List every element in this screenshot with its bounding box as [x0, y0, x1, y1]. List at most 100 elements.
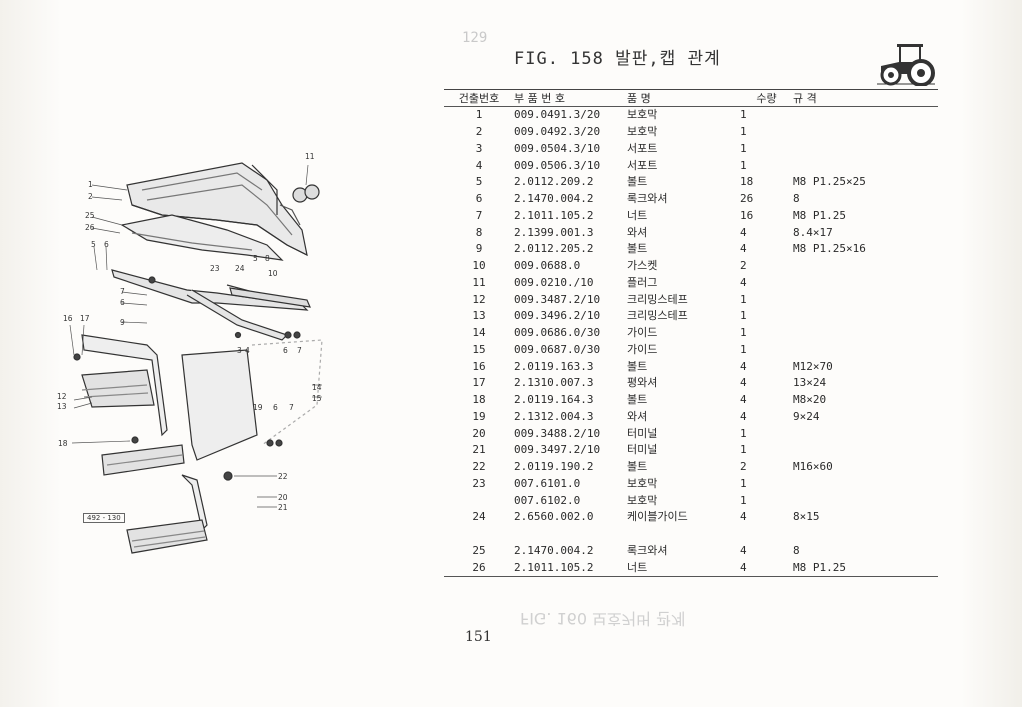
quantity-cell: 4 — [740, 559, 793, 578]
part-name-cell: 크리밍스테프 — [627, 292, 688, 306]
number-cell: 13 — [472, 309, 486, 323]
quantity-cell: 1 — [740, 493, 747, 507]
number-cell: 4 — [475, 158, 483, 172]
callout-24: 24 — [235, 264, 245, 273]
number-cell: 7 — [475, 208, 483, 222]
part-name-cell: 볼트 — [627, 393, 648, 407]
quantity-cell: 1 — [740, 292, 747, 306]
number-cell: 22 — [472, 460, 486, 474]
part-name-cell: 볼트 — [627, 460, 648, 474]
spec-cell — [793, 342, 938, 359]
number-cell — [444, 526, 514, 543]
spec-cell — [793, 325, 938, 342]
figure-title: FIG. 158 발판,캡 관계 — [514, 49, 721, 69]
part-name-cell: 볼트 — [627, 359, 648, 373]
spec-cell — [793, 141, 938, 158]
part-number-cell: 009.0504.3/10 — [514, 141, 601, 155]
table-header-row: 건출번호 부 품 번 호 품 명 수량 규 격 — [444, 89, 938, 107]
callout-7b: 7 — [297, 346, 302, 355]
callout-18: 18 — [58, 439, 68, 448]
quantity-cell: 18 — [740, 175, 754, 189]
part-number-cell: 2.1011.105.2 — [514, 559, 627, 578]
part-number-cell: 009.3488.2/10 — [514, 426, 601, 440]
part-number-cell: 2.1470.004.2 — [514, 192, 594, 206]
part-number-cell: 009.0688.0 — [514, 259, 581, 273]
callout-19: 19 — [253, 403, 263, 412]
quantity-cell: 4 — [740, 376, 747, 390]
spec-cell: M8 P1.25×25 — [793, 175, 866, 189]
tractor-icon — [877, 44, 935, 86]
part-number-cell: 2.0112.205.2 — [514, 242, 594, 256]
callout-11: 11 — [305, 152, 315, 161]
part-number-cell: 2.1312.004.3 — [514, 409, 594, 423]
part-name-cell: 보호막 — [627, 476, 658, 490]
callout-16: 16 — [63, 314, 73, 323]
number-cell: 26 — [444, 559, 514, 578]
spec-cell: 8 — [793, 543, 800, 557]
spec-cell — [793, 492, 938, 509]
part-name-cell: 터미널 — [627, 426, 658, 440]
part-number-cell: 009.3497.2/10 — [514, 443, 601, 457]
callout-5b: 5 — [253, 254, 258, 263]
part-number-cell: 009.0686.0/30 — [514, 326, 601, 340]
part-number-cell: 2.1470.004.2 — [514, 543, 594, 557]
callout-13: 13 — [57, 402, 67, 411]
callout-17: 17 — [80, 314, 90, 323]
number-cell: 19 — [472, 409, 486, 423]
number-cell: 10 — [472, 259, 486, 273]
part-number-cell: 009.0491.3/20 — [514, 108, 601, 122]
part-number-cell: 2.0119.190.2 — [514, 460, 594, 474]
callout-2: 2 — [88, 192, 93, 201]
part-number-cell: 2.0112.209.2 — [514, 175, 594, 189]
part-name-cell: 서포트 — [627, 158, 658, 172]
quantity-cell: 1 — [740, 326, 747, 340]
quantity-cell: 16 — [740, 208, 754, 222]
spec-cell — [793, 308, 938, 325]
part-name-cell — [627, 526, 740, 543]
number-cell: 20 — [472, 426, 486, 440]
spec-cell: M8 P1.25 — [793, 559, 938, 578]
part-name-cell: 터미널 — [627, 443, 658, 457]
part-number-cell: 2.1399.001.3 — [514, 225, 594, 239]
spec-cell: 8.4×17 — [793, 225, 833, 239]
lower-step-drawing — [101, 444, 185, 476]
part-name-cell: 서포트 — [627, 141, 658, 155]
callout-6d: 6 — [273, 403, 278, 412]
gasket-drawing — [229, 287, 311, 308]
number-cell — [444, 492, 514, 509]
spec-cell — [793, 157, 938, 174]
part-name-cell: 록크와셔 — [627, 543, 668, 557]
callout-14: 14 — [312, 383, 322, 392]
bolts-drawing — [73, 276, 301, 481]
number-cell: 8 — [475, 225, 483, 239]
quantity-cell: 1 — [740, 108, 747, 122]
part-number-cell: 2.0119.164.3 — [514, 393, 594, 407]
step-frame-drawing — [81, 334, 168, 437]
part-number-cell: 009.0492.3/20 — [514, 125, 601, 139]
quantity-cell: 1 — [740, 125, 747, 139]
bottom-step-drawing — [126, 474, 208, 554]
column-header-number: 건출번호 — [444, 89, 514, 107]
spec-cell — [793, 258, 938, 275]
quantity-cell: 4 — [740, 242, 747, 256]
part-name-cell: 보호막 — [627, 493, 658, 507]
callout-23: 23 — [210, 264, 220, 273]
quantity-cell: 1 — [740, 309, 747, 323]
part-name-cell: 가이드 — [627, 342, 658, 356]
spec-cell: 13×24 — [793, 376, 827, 390]
callout-6: 6 — [104, 240, 109, 249]
